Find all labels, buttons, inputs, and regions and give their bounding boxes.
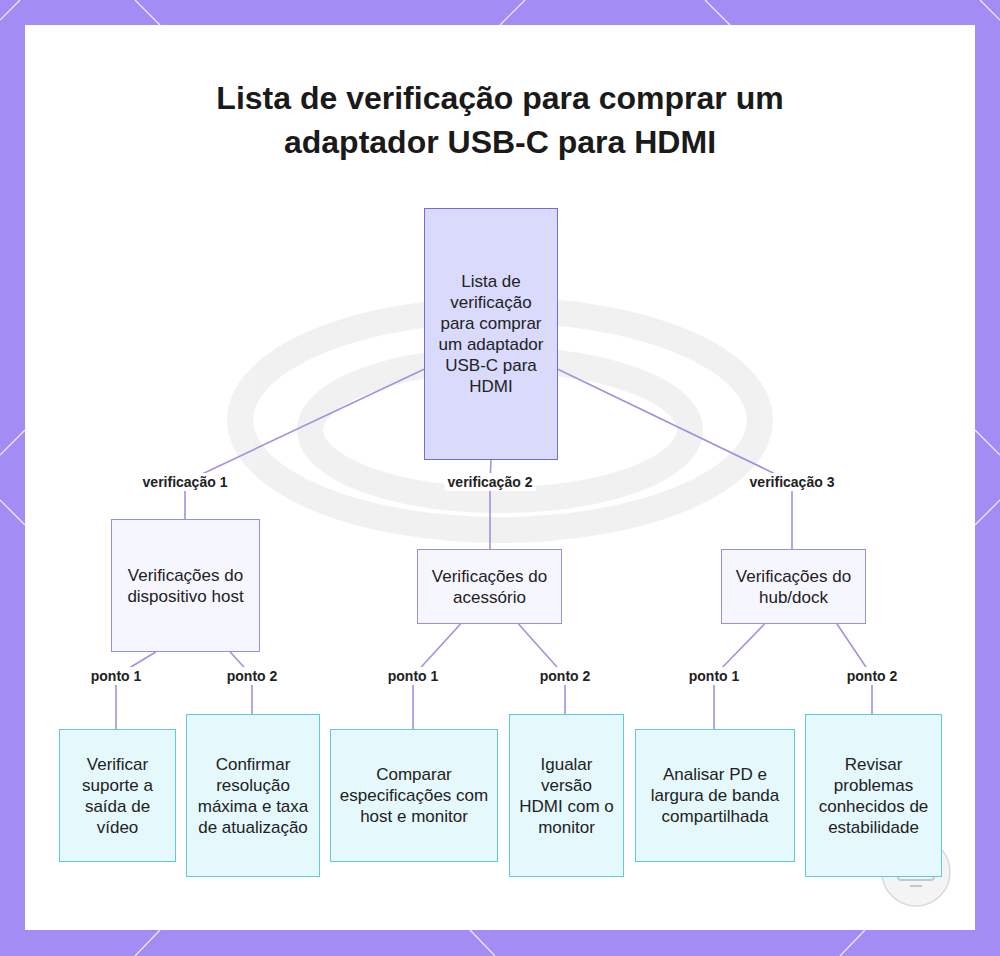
node-text: Analisar PD e largura de banda compartil… [644, 764, 786, 827]
edge-label: ponto 2 [224, 667, 281, 685]
connector-line [185, 369, 424, 519]
checklist-item-box: Analisar PD e largura de banda compartil… [635, 729, 795, 862]
diagram-title: Lista de verificação para comprar um ada… [150, 76, 850, 164]
edge-label: ponto 2 [844, 667, 901, 685]
root-box: Lista de verificação para comprar um ada… [424, 208, 558, 460]
category-box: Verificações do dispositivo host [111, 519, 260, 652]
category-box: Verificações do hub/dock [721, 549, 866, 624]
edge-label: ponto 1 [88, 667, 145, 685]
edge-label: ponto 2 [537, 667, 594, 685]
checklist-item-box: Igualar versão HDMI com o monitor [509, 714, 624, 877]
node-text: Verificações do acessório [428, 566, 551, 608]
connector-line [558, 369, 792, 549]
edge-label: ponto 1 [686, 667, 743, 685]
checklist-item-box: Verificar suporte a saída de vídeo [59, 729, 176, 862]
node-text: Verificações do dispositivo host [122, 565, 249, 607]
node-text: Verificar suporte a saída de vídeo [68, 754, 167, 838]
node-text: Verificações do hub/dock [732, 566, 855, 608]
category-box: Verificações do acessório [417, 549, 562, 624]
edge-label: verificação 1 [140, 473, 231, 491]
node-text: Lista de verificação para comprar um ada… [435, 271, 547, 397]
node-text: Revisar problemas conhecidos de estabili… [814, 754, 933, 838]
edge-label: verificação 2 [445, 473, 536, 491]
checklist-item-box: Comparar especificações com host e monit… [330, 729, 498, 862]
node-text: Comparar especificações com host e monit… [339, 764, 489, 827]
connector-line [116, 652, 156, 729]
white-panel [25, 25, 975, 930]
edge-label: ponto 1 [385, 667, 442, 685]
node-text: Igualar versão HDMI com o monitor [518, 754, 615, 838]
node-text: Confirmar resolução máxima e taxa de atu… [195, 754, 311, 838]
edge-label: verificação 3 [747, 473, 838, 491]
checklist-item-box: Revisar problemas conhecidos de estabili… [805, 714, 942, 877]
checklist-item-box: Confirmar resolução máxima e taxa de atu… [186, 714, 320, 877]
